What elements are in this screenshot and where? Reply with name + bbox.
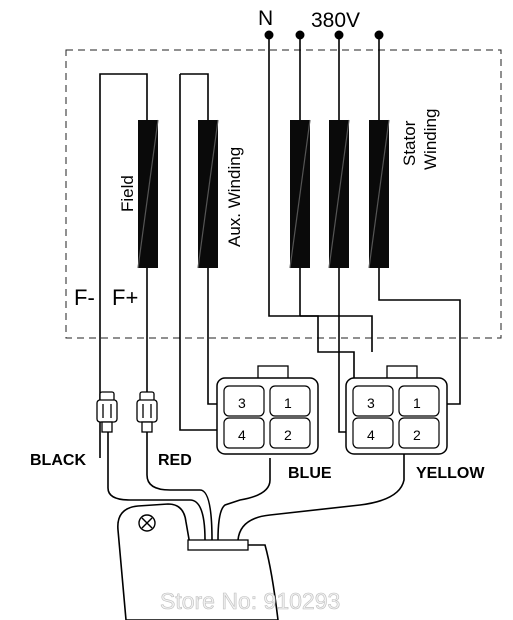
stator-label-line1: Stator — [400, 120, 419, 166]
yellow-pin-1: 1 — [413, 395, 421, 411]
field-plus-label: F+ — [112, 285, 138, 310]
blue-pin-4: 4 — [238, 427, 246, 443]
screw-icon — [138, 514, 156, 532]
blue-pin-1: 1 — [284, 395, 292, 411]
stator-winding-coil-2 — [328, 119, 350, 269]
yellow-pin-3: 3 — [367, 395, 375, 411]
field-label: Field — [118, 175, 137, 212]
red-spade-terminal — [136, 391, 158, 433]
yellow-connector: 3 1 4 2 — [345, 365, 448, 455]
stator-winding-coil-3 — [368, 119, 390, 269]
blue-connector-label: BLUE — [288, 465, 332, 482]
yellow-pin-2: 2 — [413, 427, 421, 443]
black-wire-label: BLACK — [30, 452, 86, 469]
field-minus-label: F- — [74, 285, 95, 310]
store-watermark: Store No: 910293 — [160, 588, 340, 614]
wiring — [99, 35, 461, 541]
voltage-label: 380V — [311, 9, 360, 32]
yellow-pin-4: 4 — [367, 427, 375, 443]
stator-winding-coil-1 — [289, 119, 311, 269]
avr-regulator — [117, 503, 279, 620]
aux-winding-coil — [197, 119, 219, 269]
black-spade-terminal — [96, 391, 118, 433]
blue-pin-2: 2 — [284, 427, 292, 443]
neutral-label: N — [258, 7, 273, 30]
red-wire-label: RED — [158, 452, 192, 469]
blue-pin-3: 3 — [238, 395, 246, 411]
yellow-connector-label: YELLOW — [416, 465, 485, 482]
supply-terminals — [264, 30, 384, 40]
blue-connector: 3 1 4 2 — [216, 365, 319, 455]
stator-label-line2: Winding — [421, 109, 440, 170]
field-winding-coil — [137, 119, 159, 269]
generator-enclosure — [65, 49, 502, 339]
aux-winding-label: Aux. Winding — [225, 147, 244, 247]
